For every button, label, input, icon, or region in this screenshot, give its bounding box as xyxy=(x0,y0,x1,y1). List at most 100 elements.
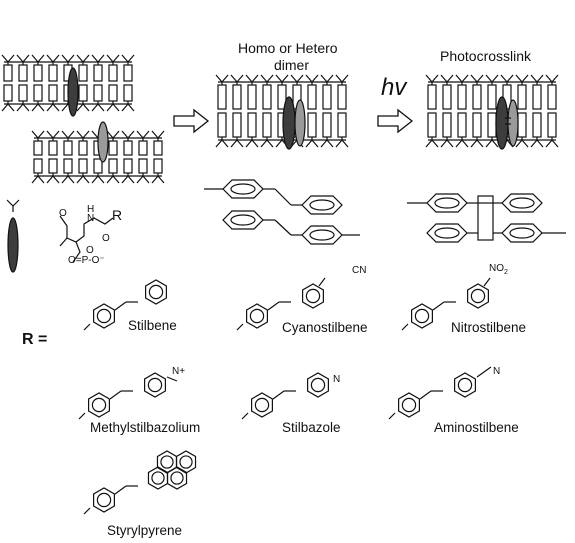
lipid-tail xyxy=(48,158,58,174)
lipid-tail xyxy=(78,64,88,82)
lipid-tail xyxy=(517,112,527,138)
aminostilbene-ring2 xyxy=(454,372,476,398)
pyrene-ring2-aromatic xyxy=(170,471,184,485)
stilbazole-ring1 xyxy=(251,392,273,418)
lipid-headgroup xyxy=(245,74,259,86)
lipid-headgroup xyxy=(31,54,45,66)
dimer-ring-aromatic xyxy=(509,227,535,239)
stilbazole-ring2 xyxy=(307,372,329,398)
aminostilbene-ring1-aromatic xyxy=(401,397,417,413)
group-n-amine: N xyxy=(493,366,501,377)
lipid-tail xyxy=(457,84,467,110)
group-n-plus: N+ xyxy=(172,366,186,377)
atom-o-ester: O xyxy=(86,245,94,256)
peptide-dark-crosslink xyxy=(495,96,509,150)
lipid-tail xyxy=(487,112,497,138)
bond xyxy=(114,301,127,311)
bond xyxy=(114,485,127,495)
peptide-dark xyxy=(67,67,79,117)
methyl xyxy=(83,507,91,515)
lipid-tail xyxy=(123,140,133,156)
lipid-headgroup xyxy=(530,136,544,148)
lipid-tail xyxy=(123,84,133,102)
pyrene-ring3 xyxy=(156,450,178,474)
lipid-headgroup xyxy=(106,54,120,66)
label-styrylpyrene: Styrylpyrene xyxy=(107,523,183,538)
pyrene-ring3-aromatic xyxy=(160,455,174,469)
stilbene-ring2 xyxy=(145,279,167,305)
lipid-tail xyxy=(93,84,103,102)
lipid-headgroup xyxy=(260,136,274,148)
lipid-tail xyxy=(532,112,542,138)
methyl xyxy=(236,323,244,331)
lipid-tail xyxy=(337,112,347,138)
lipid-tail xyxy=(93,158,103,174)
stilbene-ring xyxy=(222,210,264,230)
legend-headgroup xyxy=(6,199,20,212)
label-stilbene: Stilbene xyxy=(128,318,177,333)
lipid-tail xyxy=(322,84,332,110)
lipid-tail xyxy=(247,112,257,138)
lipid-headgroup xyxy=(121,54,135,66)
cyanostilbene-ring1-aromatic xyxy=(249,308,265,324)
lipid-tail xyxy=(63,158,73,174)
lipid-headgroup xyxy=(76,130,90,142)
lipid-headgroup xyxy=(515,136,529,148)
lipid-headgroup xyxy=(121,172,135,184)
lipid-headgroup xyxy=(215,74,229,86)
lipid-headgroup xyxy=(305,136,319,148)
styrylpyrene-ring1 xyxy=(93,487,115,513)
atom-o-carbonyl: O xyxy=(102,233,110,244)
stilbene-ring-aromatic xyxy=(230,214,256,226)
methyl xyxy=(83,323,91,331)
methylstilbazolium-ring1 xyxy=(88,392,110,418)
bond xyxy=(476,366,492,378)
bond xyxy=(432,301,445,311)
stilbene-ring xyxy=(301,195,343,215)
lipid-headgroup xyxy=(1,54,15,66)
leaflet xyxy=(1,84,135,112)
lipid-tail xyxy=(532,84,542,110)
stilbene-ring-aromatic xyxy=(309,199,335,211)
lipid-tail xyxy=(123,64,133,82)
lipid-headgroup xyxy=(455,136,469,148)
backbone-branch xyxy=(59,237,81,263)
lipid-headgroup xyxy=(91,54,105,66)
pyrene-ring1 xyxy=(147,466,169,490)
lipid-tail xyxy=(138,140,148,156)
label-methylstilbazolium: Methylstilbazolium xyxy=(90,420,201,435)
lipid-tail xyxy=(337,84,347,110)
lipid-tail xyxy=(517,84,527,110)
cyanostilbene-ring1 xyxy=(246,303,268,329)
lipid-tail xyxy=(3,84,13,102)
lipid-tail xyxy=(78,140,88,156)
lipid-headgroup xyxy=(76,100,90,112)
group-no2: NO2 xyxy=(489,263,508,276)
legend-peptide xyxy=(7,217,19,273)
stilbazole-ring2-aromatic xyxy=(310,377,326,393)
lipid-headgroup xyxy=(335,136,349,148)
lipid-headgroup xyxy=(31,100,45,112)
lipid-tail xyxy=(247,84,257,110)
lipid-headgroup xyxy=(151,172,165,184)
leaflet xyxy=(425,74,559,110)
stilbazole-ring1-aromatic xyxy=(254,397,270,413)
lipid-headgroup xyxy=(425,74,439,86)
lipid-headgroup xyxy=(530,74,544,86)
lipid-headgroup xyxy=(61,54,75,66)
lipid-tail xyxy=(472,84,482,110)
stilbene-ring1 xyxy=(93,303,115,329)
lipid-headgroup xyxy=(91,172,105,184)
dimer-ring xyxy=(426,223,468,243)
dimer-ring-aromatic xyxy=(509,197,535,209)
lipid-headgroup xyxy=(121,100,135,112)
bond xyxy=(166,376,178,382)
bond xyxy=(274,219,292,236)
lipid-headgroup xyxy=(545,74,559,86)
lipid-tail xyxy=(108,64,118,82)
bond xyxy=(419,390,432,400)
arrow-to-crosslink xyxy=(377,108,414,134)
group-cn: CN xyxy=(352,265,367,276)
lipid-headgroup xyxy=(335,74,349,86)
